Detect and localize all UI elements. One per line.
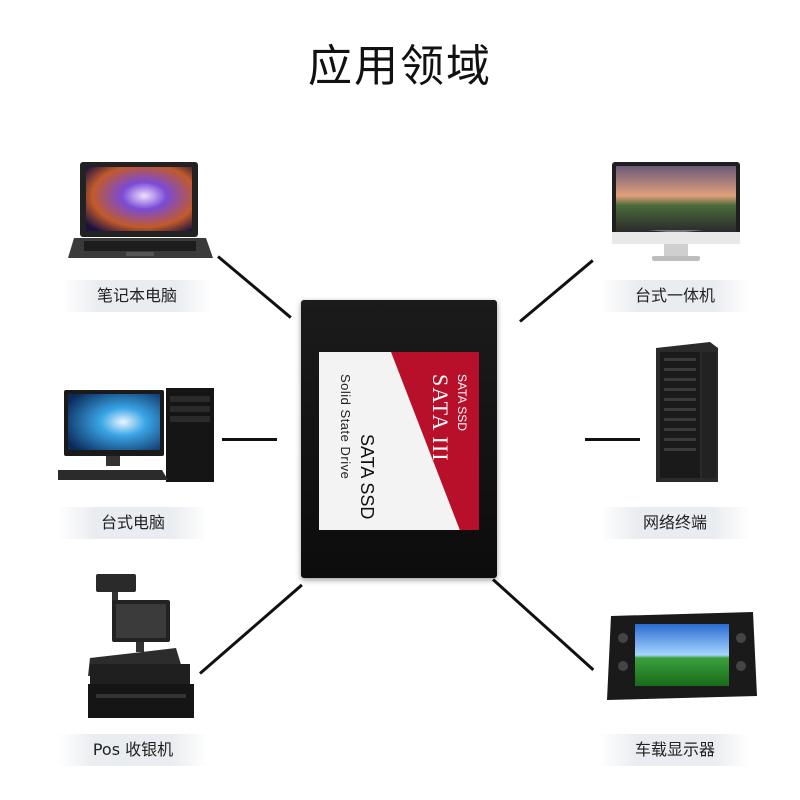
ssd-sub-label: Solid State Drive — [338, 374, 353, 480]
label-laptop: 笔记本电脑 — [62, 280, 212, 312]
desktop-image — [58, 388, 214, 482]
label-desktop: 台式电脑 — [58, 507, 208, 539]
pos-terminal-image — [88, 574, 194, 718]
connector-line-laptop — [217, 255, 292, 319]
ssd-big-label: SATA III — [428, 374, 453, 462]
label-pos: Pos 收银机 — [58, 734, 208, 766]
aio-desktop-image — [612, 162, 740, 261]
label-server: 网络终端 — [600, 507, 750, 539]
ssd-model-label: SATA SSD — [357, 434, 377, 520]
connector-line-car — [491, 578, 595, 671]
ssd-sticker: SATA SSD SATA III SATA SSD Solid State D… — [319, 352, 479, 530]
ssd-small-label: SATA SSD — [455, 374, 469, 431]
connector-line-pos — [199, 583, 303, 675]
connector-line-server — [585, 438, 640, 441]
car-display-image — [607, 612, 757, 700]
connector-line-desktop — [222, 438, 277, 441]
ssd-drive: SATA SSD SATA III SATA SSD Solid State D… — [301, 300, 497, 578]
label-aio-desktop: 台式一体机 — [600, 280, 750, 312]
label-car-display: 车载显示器 — [600, 734, 750, 766]
page-title: 应用领域 — [308, 41, 492, 92]
connector-line-aio — [519, 259, 594, 323]
laptop-image — [68, 162, 213, 258]
server-rack-image — [656, 342, 718, 482]
